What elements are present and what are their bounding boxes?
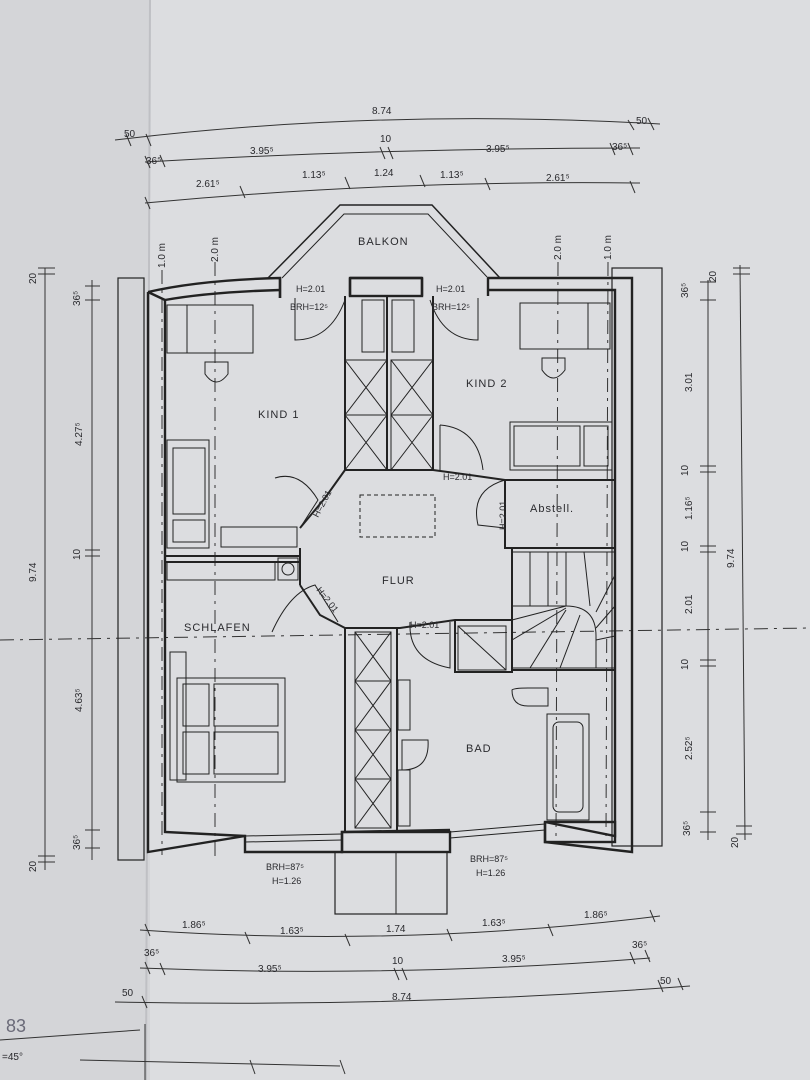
dim-top-124: 1.24 xyxy=(374,168,394,179)
door-balkon-right-brh: BRH=12⁵ xyxy=(432,302,470,312)
bottom-dimension-labels: 1.86⁵ 1.63⁵ 1.74 1.63⁵ 1.86⁵ 36⁵ 3.95⁵ 1… xyxy=(2,910,672,1063)
dim-bot-395-left: 3.95⁵ xyxy=(258,964,282,975)
dim-top-395-left: 3.95⁵ xyxy=(250,146,274,157)
door-kind2: H=2.01 xyxy=(443,472,472,482)
room-abstell: Abstell. xyxy=(530,503,574,515)
dim-bot-163-left: 1.63⁵ xyxy=(280,926,304,937)
dim-top-395-right: 3.95⁵ xyxy=(486,144,510,155)
door-abstell: H=2.01 xyxy=(498,501,508,530)
dim-bot-174: 1.74 xyxy=(386,924,406,935)
dim-left-427: 4.27⁵ xyxy=(74,422,85,446)
door-balkon-left-h: H=2.01 xyxy=(296,284,325,294)
dim-bot-10: 10 xyxy=(392,956,404,967)
top-dimension-lines xyxy=(114,117,661,210)
dim-right-36-top: 36⁵ xyxy=(680,283,691,298)
dim-right-36-bottom: 36⁵ xyxy=(682,821,693,836)
corner-fragment: 83 xyxy=(6,1016,26,1036)
bay-window-box xyxy=(334,851,448,915)
right-dimension-lines xyxy=(700,264,752,841)
slope-right-2m: 2.0 m xyxy=(553,235,564,260)
right-eave xyxy=(611,267,663,847)
window-right-brh: BRH=87⁵ xyxy=(470,854,508,864)
dim-right-301: 3.01 xyxy=(684,372,695,392)
left-dimension-lines xyxy=(38,267,100,870)
room-balkon: BALKON xyxy=(358,236,409,248)
staircase xyxy=(511,551,616,669)
dim-right-10-a: 10 xyxy=(680,464,691,476)
balcony-outline xyxy=(267,204,501,279)
dim-bot-36-right: 36⁵ xyxy=(632,940,647,951)
dim-bot-163-right: 1.63⁵ xyxy=(482,918,506,929)
dim-top-113-right: 1.13⁵ xyxy=(440,170,464,181)
bottom-dimension-lines xyxy=(0,909,691,1080)
dim-top-261-right: 2.61⁵ xyxy=(546,173,570,184)
dim-left-36-top: 36⁵ xyxy=(72,291,83,306)
dim-right-10-c: 10 xyxy=(680,658,691,670)
room-kind1: KIND 1 xyxy=(258,409,299,421)
top-dimension-labels: 8.74 50 50 36⁵ 3.95⁵ 10 3.95⁵ 36⁵ 2.61⁵ … xyxy=(124,106,648,190)
room-flur: FLUR xyxy=(382,575,415,587)
building xyxy=(117,204,663,915)
dim-left-36-bottom: 36⁵ xyxy=(72,835,83,850)
dim-right-10-b: 10 xyxy=(680,540,691,552)
dim-right-overall: 9.74 xyxy=(726,548,737,568)
dim-top-50-right: 50 xyxy=(636,116,648,127)
window-left-brh: BRH=87⁵ xyxy=(266,862,304,872)
window-labels: BRH=87⁵ H=1.26 BRH=87⁵ H=1.26 xyxy=(266,854,508,886)
door-swings xyxy=(271,298,506,669)
slope-left-2m: 2.0 m xyxy=(210,237,221,262)
dim-right-20-bottom: 20 xyxy=(730,836,741,848)
wardrobes xyxy=(344,359,434,829)
dim-bot-overall: 8.74 xyxy=(392,992,412,1003)
left-eave xyxy=(117,277,145,861)
dim-bot-50-right: 50 xyxy=(660,976,672,987)
dim-top-261-left: 2.61⁵ xyxy=(196,179,220,190)
dim-bot-50-left: 50 xyxy=(122,988,134,999)
door-bad: H=2.01 xyxy=(410,620,439,630)
room-labels: BALKON KIND 1 KIND 2 FLUR SCHLAFEN BAD A… xyxy=(184,236,574,755)
door-labels: H=2.01 BRH=12⁵ H=2.01 BRH=12⁵ H=2.01 H=2… xyxy=(290,284,508,630)
paper-left-page xyxy=(0,0,150,1080)
room-kind2: KIND 2 xyxy=(466,378,507,390)
dim-top-36-left: 36⁵ xyxy=(146,156,161,167)
room-bad: BAD xyxy=(466,743,492,755)
right-dimension-labels: 36⁵ 3.01 10 1.16⁵ 10 2.01 10 2.52⁵ 36⁵ 2… xyxy=(680,270,741,848)
slope-left-1m: 1.0 m xyxy=(157,243,168,268)
dim-bot-186-left: 1.86⁵ xyxy=(182,920,206,931)
dim-top-50-left: 50 xyxy=(124,129,136,140)
dim-right-20-top: 20 xyxy=(708,270,719,282)
dim-right-116: 1.16⁵ xyxy=(684,496,695,520)
dim-left-463: 4.63⁵ xyxy=(74,688,85,712)
door-balkon-left-brh: BRH=12⁵ xyxy=(290,302,328,312)
room-schlafen: SCHLAFEN xyxy=(184,622,251,634)
dim-left-10: 10 xyxy=(72,548,83,560)
dim-left-20-top: 20 xyxy=(28,272,39,284)
dim-left-20-bottom: 20 xyxy=(28,860,39,872)
door-balkon-right-h: H=2.01 xyxy=(436,284,465,294)
dim-bot-36-left: 36⁵ xyxy=(144,948,159,959)
slope-right-1m: 1.0 m xyxy=(603,235,614,260)
dim-left-overall: 9.74 xyxy=(28,562,39,582)
dim-right-201: 2.01 xyxy=(684,594,695,614)
dim-top-113-left: 1.13⁵ xyxy=(302,170,326,181)
dim-top-overall: 8.74 xyxy=(372,106,392,117)
furniture xyxy=(166,302,613,821)
dim-bot-186-right: 1.86⁵ xyxy=(584,910,608,921)
dim-top-36-right: 36⁵ xyxy=(612,142,627,153)
dim-right-252: 2.52⁵ xyxy=(684,736,695,760)
window-right-h: H=1.26 xyxy=(476,868,505,878)
corner-angle: =45° xyxy=(2,1052,23,1063)
dim-bot-395-right: 3.95⁵ xyxy=(502,954,526,965)
left-dimension-labels: 20 9.74 36⁵ 4.27⁵ 10 4.63⁵ 36⁵ 20 xyxy=(28,272,85,872)
slope-labels: 1.0 m 2.0 m 2.0 m 1.0 m xyxy=(157,235,614,268)
window-left-h: H=1.26 xyxy=(272,876,301,886)
dim-top-10: 10 xyxy=(380,134,392,145)
